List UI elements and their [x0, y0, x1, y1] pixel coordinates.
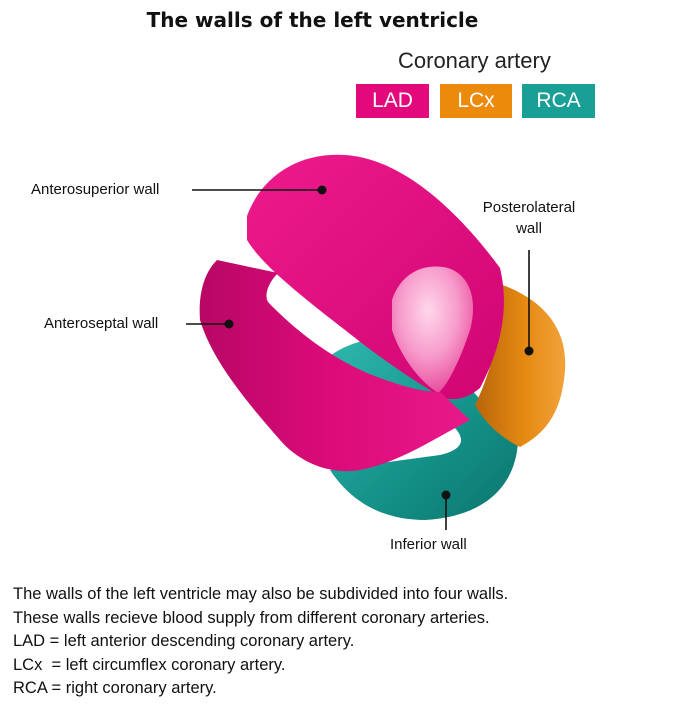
anterosuperior-marker — [317, 185, 327, 195]
label-anterosuperior-wall: Anterosuperior wall — [31, 181, 160, 198]
caption-line-3: LAD = left anterior descending coronary … — [13, 632, 355, 650]
anteroseptal-marker — [224, 319, 234, 329]
legend-title: Coronary artery — [398, 48, 551, 73]
label-posterolateral-line1: Posterolateral — [482, 199, 576, 216]
legend-item-rca: RCA — [522, 84, 595, 118]
posterolateral-wall-shape — [475, 284, 566, 447]
legend-item-lcx: LCx — [440, 84, 512, 118]
anteroseptal-wall-shape — [199, 260, 471, 472]
caption-line-5: RCA = right coronary artery. — [13, 679, 217, 697]
label-anteroseptal-wall: Anteroseptal wall — [44, 315, 159, 332]
label-posterolateral-wall: Posterolateral wall — [468, 197, 590, 239]
inferior-marker — [441, 490, 451, 500]
caption: The walls of the left ventricle may also… — [13, 583, 683, 701]
label-posterolateral-line2: wall — [516, 220, 542, 237]
caption-line-4: LCx = left circumflex coronary artery. — [13, 655, 286, 674]
anterosuperior-wall-highlight — [392, 266, 474, 393]
legend-item-lad: LAD — [356, 84, 429, 118]
posterolateral-marker — [524, 346, 534, 356]
caption-line-1: The walls of the left ventricle may also… — [13, 585, 509, 603]
label-inferior-wall: Inferior wall — [390, 536, 467, 553]
diagram-title: The walls of the left ventricle — [146, 8, 479, 32]
caption-line-2: These walls recieve blood supply from di… — [13, 608, 490, 627]
